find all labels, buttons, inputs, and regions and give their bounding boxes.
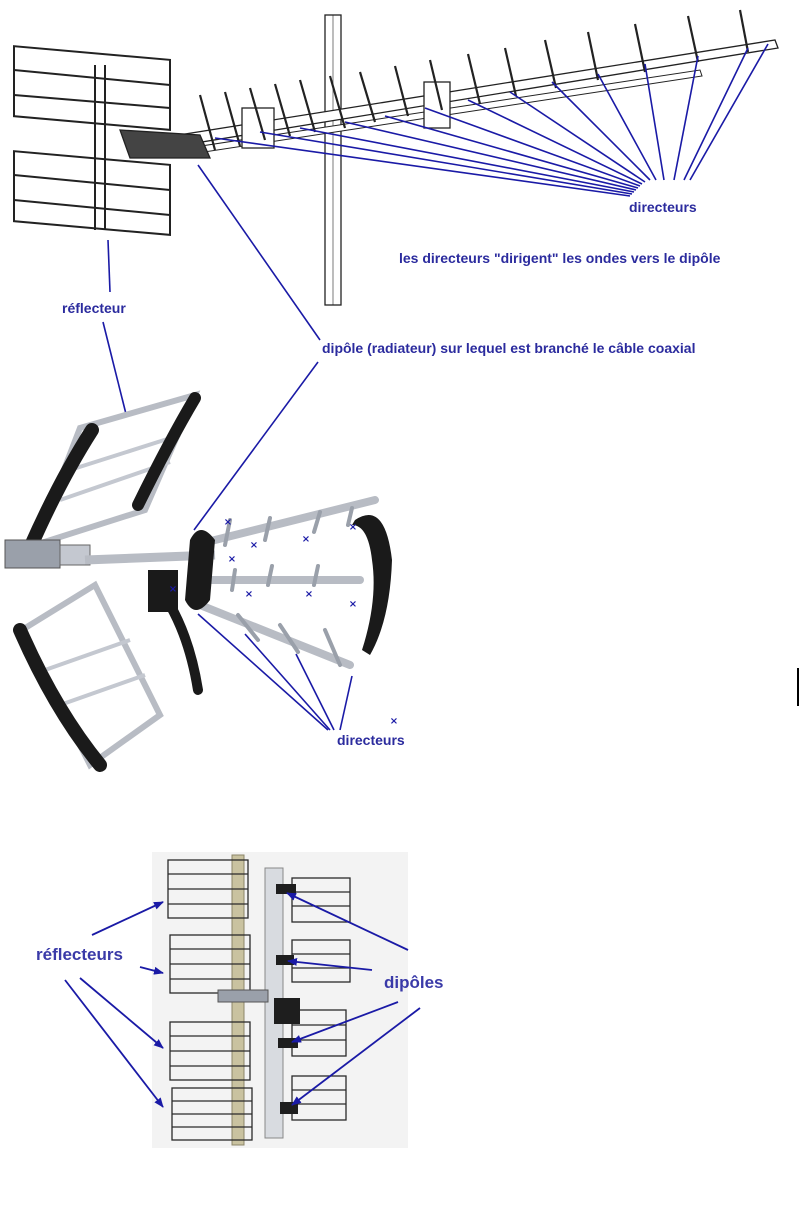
front-bracket — [185, 530, 215, 610]
label-directeurs-note: les directeurs "dirigent" les ondes vers… — [399, 250, 721, 266]
reflector-upper — [23, 390, 201, 555]
annotation-arrows-reflecteurs — [64, 901, 164, 1108]
rear-bracket — [352, 515, 392, 655]
annotation-lines-directeurs-mid — [197, 613, 353, 731]
markers: × × × × × × × × × × — [169, 517, 398, 727]
marker-x: × — [390, 716, 398, 727]
annotation-lines-directeurs-top — [214, 43, 769, 197]
marker-x: × — [224, 517, 232, 528]
marker-x: × — [169, 584, 177, 595]
marker-x: × — [250, 540, 258, 551]
label-directeurs-top: directeurs — [629, 199, 697, 215]
dipole-boxes — [274, 884, 300, 1114]
reflector-lower — [13, 580, 164, 772]
dipole-box — [119, 129, 211, 159]
marker-x: × — [349, 522, 357, 533]
marker-x: × — [245, 589, 253, 600]
annotation-line-dipole-down — [193, 361, 319, 531]
label-reflecteurs: réflecteurs — [36, 945, 123, 964]
annotation-arrows-dipoles — [286, 892, 421, 1106]
marker-x: × — [302, 534, 310, 545]
modern-antenna-drawing — [4, 390, 392, 772]
annotation-line-reflecteur-up — [107, 239, 111, 293]
marker-x: × — [349, 599, 357, 610]
label-dipoles: dipôles — [384, 973, 444, 992]
marker-x: × — [228, 554, 236, 565]
annotation-line-reflecteur-down — [102, 321, 127, 415]
director-elements — [198, 9, 750, 151]
marker-x: × — [305, 589, 313, 600]
panel-antenna-photo — [152, 852, 408, 1148]
label-directeurs-mid: directeurs — [337, 732, 405, 748]
mount-clamp — [4, 539, 61, 569]
label-dipole-note: dipôle (radiateur) sur lequel est branch… — [322, 340, 696, 356]
label-reflecteur: réflecteur — [62, 300, 126, 316]
reflector-panel — [13, 45, 171, 236]
annotation-line-dipole-up — [197, 164, 321, 341]
